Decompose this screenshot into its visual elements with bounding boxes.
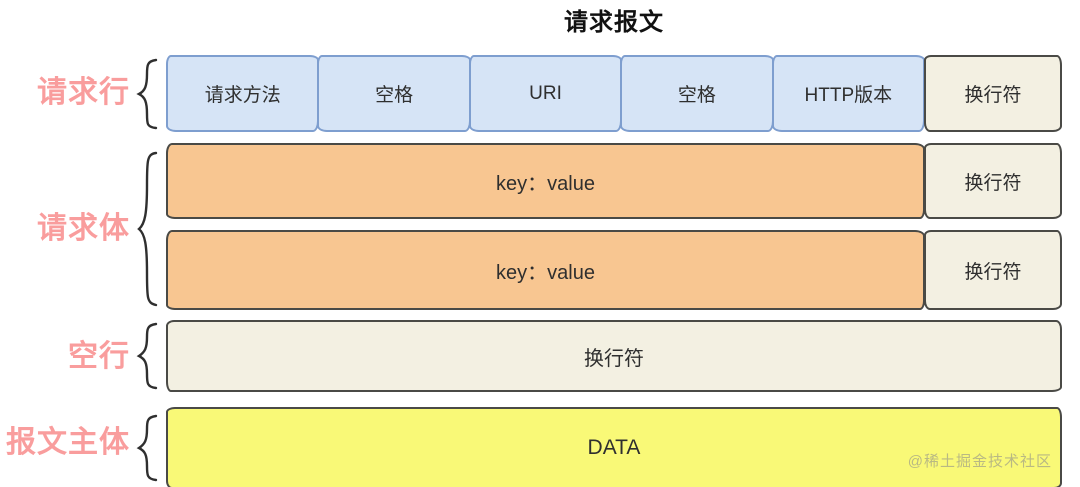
brace-icon [134,150,160,308]
watermark: @稀土掘金技术社区 [907,453,1052,470]
data-label: DATA [587,436,641,459]
cell-uri: URI [468,55,623,132]
cell-key-value: key：value [166,230,925,310]
cell-newline: 换行符 [924,143,1062,219]
cell-newline: 换行符 [924,230,1062,310]
cell-request-method: 请求方法 [166,55,320,132]
brace-icon [134,321,160,391]
cell-data: DATA @稀土掘金技术社区 [166,407,1062,487]
cell-newline: 换行符 [924,55,1063,132]
cell-space: 空格 [620,55,774,132]
section-label-request-body: 请求体 [37,212,130,245]
request-line-row: 请求方法 空格 URI 空格 HTTP版本 换行符 [166,55,1063,132]
section-label-empty-line: 空行 [68,340,130,373]
message-body-row: DATA @稀土掘金技术社区 [166,407,1062,487]
cell-http-version: HTTP版本 [771,55,926,132]
cell-newline: 换行符 [166,320,1062,392]
diagram-title: 请求报文 [564,9,664,36]
cell-space: 空格 [317,55,471,132]
empty-line-row: 换行符 [166,320,1062,392]
header-row: key：value 换行符 [166,143,1062,219]
section-label-request-line: 请求行 [37,76,130,109]
brace-icon [134,57,160,131]
cell-key-value: key：value [166,143,925,219]
header-row: key：value 换行符 [166,230,1062,310]
brace-icon [134,413,160,483]
section-label-message-body: 报文主体 [6,426,130,459]
